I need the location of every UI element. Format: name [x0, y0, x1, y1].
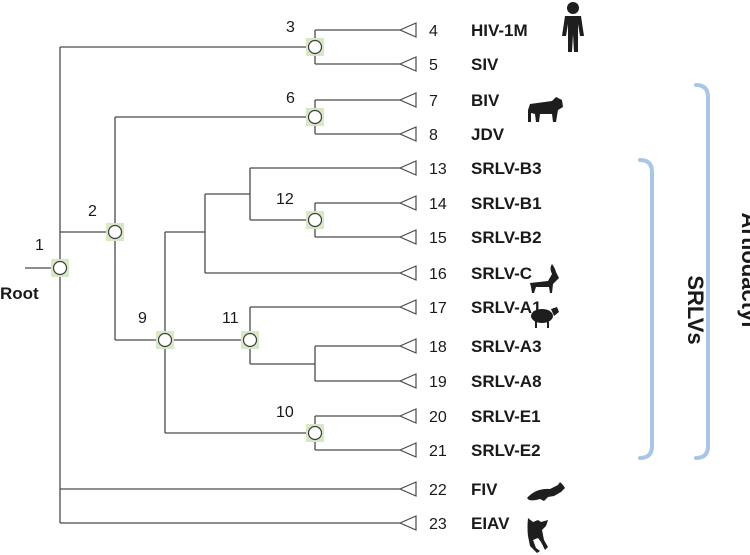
leaf-number: 7	[429, 93, 438, 110]
leaf-name: SRLV-B2	[471, 228, 542, 247]
leaf-marker-19	[398, 373, 417, 389]
node-label-6: 6	[286, 90, 295, 107]
leaf-name: SRLV-E2	[471, 441, 541, 460]
leaf-marker-18	[398, 338, 417, 354]
node-label-3: 3	[286, 19, 295, 36]
leaf-number: 14	[429, 196, 447, 213]
leaf-number: 20	[429, 409, 447, 426]
leaf-labels: 4 HIV-1M 5 SIV 7 BIV 8 JDV 13 SRLV-B3 14…	[429, 21, 542, 533]
leaf-number: 23	[429, 516, 447, 533]
leaf-marker-7	[398, 92, 417, 108]
leaf-number: 15	[429, 230, 447, 247]
leaf-number: 13	[429, 161, 447, 178]
artiodactyl-label: Artiodactyl	[737, 213, 750, 328]
leaf-name: HIV-1M	[471, 21, 528, 40]
leaf-name: JDV	[471, 125, 505, 144]
leaf-marker-5	[398, 56, 417, 72]
leaf-number: 4	[429, 23, 438, 40]
node-10	[306, 424, 324, 442]
node-1	[51, 259, 69, 277]
leaf-marker-14	[398, 195, 417, 211]
leaf-number: 5	[429, 57, 438, 74]
leaf-marker-17	[398, 299, 417, 315]
horse-icon	[527, 518, 548, 553]
node-label-12: 12	[276, 191, 294, 208]
leaf-marker-15	[398, 229, 417, 245]
node-label-10: 10	[276, 404, 294, 421]
leaf-name: SRLV-A8	[471, 372, 542, 391]
leaf-number: 16	[429, 266, 447, 283]
leaf-name: SRLV-B1	[471, 194, 542, 213]
root-label: Root	[0, 284, 39, 303]
cat-icon	[527, 482, 565, 501]
leaf-marker-4	[398, 22, 417, 38]
node-12	[306, 211, 324, 229]
leaf-name: SRLV-E1	[471, 407, 541, 426]
leaf-name: EIAV	[471, 514, 510, 533]
node-labels: 1 2 3 6 9 10 11 12	[35, 19, 295, 421]
internal-nodes	[51, 38, 324, 442]
node-6	[306, 108, 324, 126]
leaf-name: FIV	[471, 480, 498, 499]
cow-icon	[528, 97, 563, 122]
leaf-number: 18	[429, 339, 447, 356]
node-label-2: 2	[88, 203, 97, 220]
leaf-number: 8	[429, 127, 438, 144]
leaf-marker-22	[398, 481, 417, 497]
tree-edges	[25, 29, 400, 524]
artiodactyl-bracket: Artiodactyl	[694, 83, 750, 460]
leaf-name: BIV	[471, 91, 500, 110]
leaf-name: SRLV-C	[471, 264, 532, 283]
node-label-1: 1	[35, 237, 44, 254]
leaf-marker-16	[398, 265, 417, 281]
sheep-icon	[531, 307, 559, 328]
node-11	[241, 331, 259, 349]
leaf-marker-20	[398, 408, 417, 424]
leaf-name: SRLV-A1	[471, 298, 542, 317]
leaf-name: SRLV-A3	[471, 337, 542, 356]
node-label-11: 11	[222, 310, 239, 327]
node-2	[106, 223, 124, 241]
leaf-name: SIV	[471, 55, 499, 74]
srlvs-label: SRLVs	[683, 275, 708, 344]
leaf-number: 22	[429, 482, 447, 499]
leaf-marker-8	[398, 126, 417, 142]
leaf-marker-21	[398, 442, 417, 458]
human-icon	[562, 2, 584, 52]
leaf-markers	[398, 22, 417, 531]
goat-icon	[530, 264, 559, 293]
node-label-9: 9	[138, 310, 147, 327]
node-3	[306, 38, 324, 56]
leaf-marker-13	[398, 160, 417, 176]
leaf-number: 21	[429, 443, 447, 460]
leaf-number: 17	[429, 300, 447, 317]
leaf-marker-23	[398, 515, 417, 531]
leaf-number: 19	[429, 374, 447, 391]
node-9	[156, 331, 174, 349]
leaf-name: SRLV-B3	[471, 159, 542, 178]
srlvs-bracket: SRLVs	[638, 158, 708, 460]
